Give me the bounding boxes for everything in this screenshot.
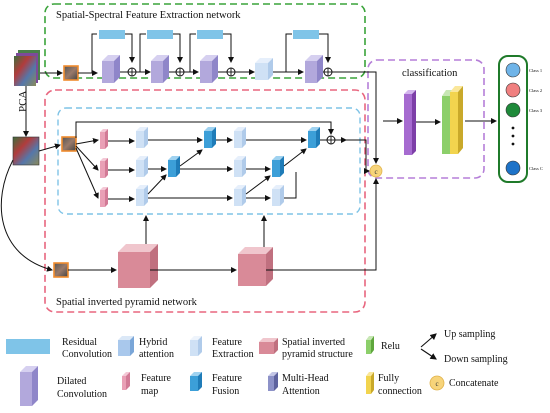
legend-sip-structure-swatch (259, 338, 278, 354)
dilated-conv-block (305, 55, 323, 83)
feature-fusion-block (272, 156, 284, 177)
pca-reduced-image (12, 136, 40, 166)
feature-extraction-block (136, 127, 148, 148)
spectral-chain (78, 30, 379, 164)
legend-feature-map-swatch (122, 372, 130, 390)
class-3-node (505, 102, 521, 118)
legend-relu-swatch (366, 336, 374, 354)
feature-fusion-block (204, 127, 216, 148)
legend-concatenate-swatch (429, 375, 445, 391)
pyramid-module-frame (44, 89, 366, 313)
dilated-conv-block (102, 55, 120, 83)
feature-map-block (100, 129, 108, 149)
legend-feature-fusion-swatch (190, 372, 202, 391)
hyperspectral-input-image (14, 50, 40, 86)
legend-down-sampling-arrow (420, 348, 437, 360)
pyramid-module-title: Spatial inverted pyramid network (56, 297, 198, 308)
relu-block (442, 96, 450, 154)
sip-structure-block (238, 247, 273, 286)
legend-down-sampling-label: Down sampling (444, 354, 508, 365)
pca-label: PCA (17, 91, 29, 112)
legend-hybrid-attention-swatch (118, 336, 134, 356)
feature-extraction-block (136, 156, 148, 177)
classification-module-title: classification (402, 68, 458, 79)
legend-concatenate-label: Concatenate (449, 378, 499, 389)
ellipsis-dot (511, 126, 515, 130)
pyramid-inner-network (75, 121, 347, 207)
feature-map-block (100, 187, 108, 207)
class-c-label: Class C (529, 166, 543, 171)
concatenate-node (369, 164, 383, 178)
class-1-label: Class 1 (529, 68, 542, 73)
class-2-node (505, 82, 521, 98)
sip-structure-block (118, 244, 158, 288)
legend-up-sampling-label: Up sampling (444, 329, 495, 340)
residual-conv-block (99, 30, 125, 39)
feature-extraction-block (255, 58, 273, 80)
dilated-conv-block (200, 55, 218, 83)
residual-conv-block (197, 30, 223, 39)
pyramid-inner-frame (57, 107, 361, 215)
legend-concatenate-swatch-letter: c (435, 380, 438, 388)
feature-extraction-block (272, 185, 284, 206)
feature-extraction-block (234, 127, 246, 148)
output-class-panel (498, 55, 528, 183)
residual-conv-block (293, 30, 319, 39)
feature-extraction-block (136, 185, 148, 206)
connector-pca-to-bottom-patch (0, 159, 53, 272)
output-classes: Class 1 Class 2 Class 3 Class C (498, 55, 543, 183)
dilated-conv-block (151, 55, 169, 83)
feature-extraction-block (234, 185, 246, 206)
class-3-label: Class 3 (529, 108, 543, 113)
sip-lower-path (68, 139, 379, 288)
feature-fusion-block (308, 127, 320, 148)
spatial-spectral-module-frame (44, 3, 366, 79)
concatenate-node-label: c (374, 168, 377, 176)
class-1-node (505, 62, 521, 78)
mha-block (404, 90, 416, 155)
feature-map-block (100, 158, 108, 178)
legend-residual-conv-swatch (6, 339, 50, 354)
ellipsis-dot (511, 142, 515, 146)
fc-block (450, 92, 458, 154)
residual-conv-block (147, 30, 173, 39)
feature-fusion-block (168, 156, 180, 177)
connector-pca-to-patch (38, 143, 61, 152)
patch-pyramid-top (61, 136, 77, 152)
class-c-node (505, 160, 521, 176)
fc-stack (442, 86, 463, 154)
legend-fc-swatch (366, 372, 374, 394)
legend-dilated-conv-swatch (20, 366, 38, 406)
spatial-spectral-module-title: Spatial-Spectral Feature Extraction netw… (56, 10, 241, 21)
patch-pyramid-bottom (53, 262, 69, 278)
legend-up-sampling-arrow (420, 333, 437, 348)
ellipsis-dot (511, 134, 515, 138)
classification-module-frame (367, 59, 485, 179)
class-2-label: Class 2 (529, 88, 542, 93)
legend-relu-label: Relu (381, 341, 400, 352)
feature-extraction-block (234, 156, 246, 177)
classification-path: c (369, 86, 497, 178)
legend-feature-extraction-swatch (190, 336, 202, 356)
patch-spectral (63, 65, 79, 81)
legend-mha-swatch (268, 372, 278, 391)
